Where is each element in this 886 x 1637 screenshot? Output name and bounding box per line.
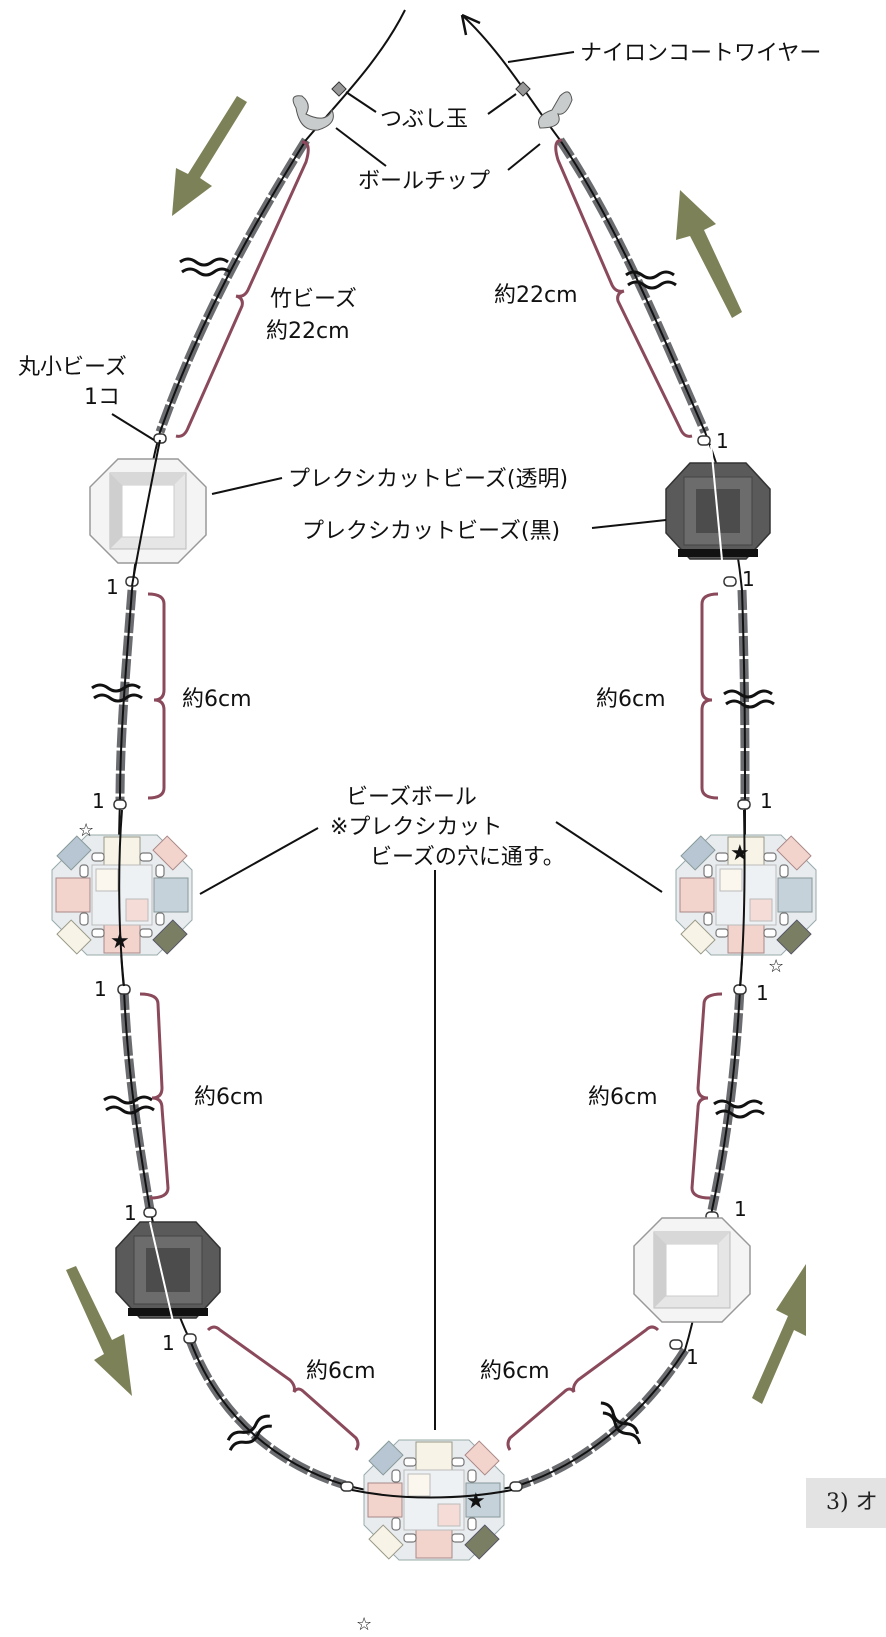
length-6-right-3: 約6cm xyxy=(480,1359,550,1384)
count-1: 1 xyxy=(92,789,105,813)
bead-ball-note-2: ビーズの穴に通す。 xyxy=(370,845,565,870)
count-1: 1 xyxy=(734,1197,747,1221)
star-markers: ★ ★ ★ ☆ ☆ ☆ xyxy=(78,820,784,1635)
length-22-left: 約22cm xyxy=(266,319,350,344)
count-1: 1 xyxy=(162,1331,175,1355)
wire-through-beads xyxy=(118,439,746,1499)
bead-tip-label: ボールチップ xyxy=(358,169,490,194)
svg-text:★: ★ xyxy=(730,841,750,866)
length-6-left-2: 約6cm xyxy=(194,1085,264,1110)
plexi-clear-label: プレクシカットビーズ(透明) xyxy=(288,467,568,492)
small-bead-label: 丸小ビーズ xyxy=(18,355,127,380)
svg-text:★: ★ xyxy=(466,1489,486,1514)
plexi-clear-bead-top xyxy=(89,458,207,564)
crimp-beads xyxy=(331,81,531,97)
count-1: 1 xyxy=(106,575,119,599)
count-1: 1 xyxy=(716,429,729,453)
crimp-bead-label: つぶし玉 xyxy=(380,107,468,132)
count-1: 1 xyxy=(760,789,773,813)
svg-text:☆: ☆ xyxy=(78,820,94,841)
plexi-clear-bead-bottom xyxy=(633,1217,751,1323)
count-1: 1 xyxy=(124,1201,137,1225)
svg-text:☆: ☆ xyxy=(768,956,784,977)
bead-ball-note-1: ※プレクシカット xyxy=(330,815,502,840)
length-6-right-2: 約6cm xyxy=(588,1085,658,1110)
small-round-beads xyxy=(113,433,751,1492)
length-6-right-1: 約6cm xyxy=(596,687,666,712)
leader-lines xyxy=(111,51,667,1430)
break-marks xyxy=(91,257,775,1451)
count-1: 1 xyxy=(742,567,755,591)
count-1: 1 xyxy=(686,1345,699,1369)
length-brackets xyxy=(139,138,723,1451)
step-label: 3) オ xyxy=(806,1478,886,1528)
direction-arrows xyxy=(66,96,806,1404)
length-22-right: 約22cm xyxy=(494,283,578,308)
bead-ball-label: ビーズボール xyxy=(346,785,477,810)
svg-text:★: ★ xyxy=(110,929,130,954)
plexi-black-label: プレクシカットビーズ(黒) xyxy=(302,519,560,544)
bead-tips xyxy=(292,91,573,131)
nylon-wire-label: ナイロンコートワイヤー xyxy=(580,41,821,66)
length-6-left-1: 約6cm xyxy=(182,687,252,712)
count-1: 1 xyxy=(94,977,107,1001)
svg-text:☆: ☆ xyxy=(356,1614,372,1635)
bugle-bead-label: 竹ビーズ xyxy=(270,287,357,312)
count-1: 1 xyxy=(756,981,769,1005)
length-6-left-3: 約6cm xyxy=(306,1359,376,1384)
small-bead-count: 1コ xyxy=(84,385,120,410)
